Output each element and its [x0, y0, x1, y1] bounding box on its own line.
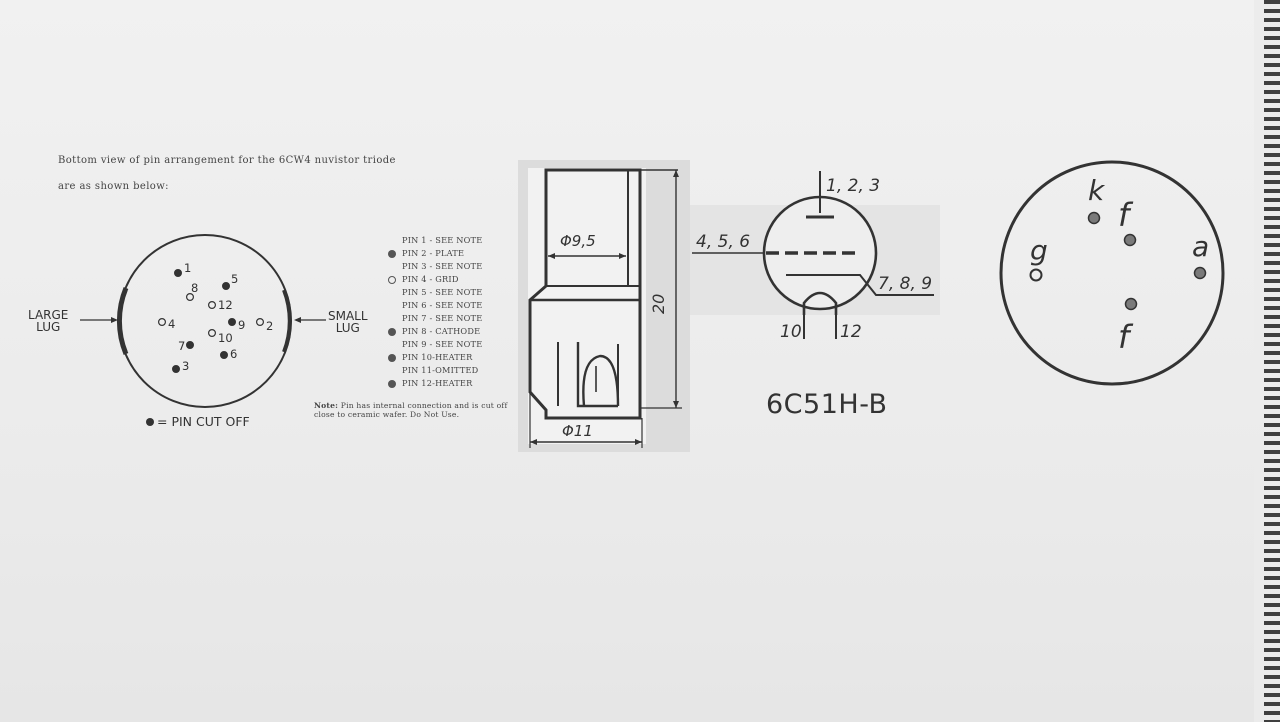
pin-8	[186, 293, 195, 302]
pin-list-row: PIN 9 - SEE NOTE	[388, 338, 482, 351]
note-body: Pin has internal connection and is cut o…	[314, 401, 508, 419]
pin-2	[256, 318, 265, 327]
pin-label-7: 7	[178, 339, 185, 353]
height-label: 20	[649, 294, 668, 314]
pin-k	[1087, 211, 1101, 225]
paper-perforation	[1254, 0, 1280, 722]
intro-line-2: are as shown below:	[58, 181, 169, 192]
pin-list-text: PIN 11-OMITTED	[402, 365, 479, 375]
pin-list-text: PIN 12-HEATER	[402, 378, 473, 388]
symbol-left-pins: 4, 5, 6	[696, 232, 750, 252]
label-f-top: f	[1118, 196, 1134, 234]
cut-pin-marker-icon	[388, 379, 396, 388]
pin-5	[222, 282, 231, 291]
pin-list-row: PIN 1 - SEE NOTE	[388, 234, 482, 247]
pin-list-text: PIN 7 - SEE NOTE	[402, 313, 483, 323]
label-k: k	[1088, 174, 1106, 207]
small-lug-label: SMALL LUG	[328, 309, 368, 335]
cut-pin-marker-icon	[388, 327, 396, 336]
dia-bottom-label: Φ11	[562, 422, 593, 440]
pin-label-5: 5	[231, 272, 238, 286]
pin-list-row: PIN 11-OMITTED	[388, 364, 482, 377]
pin-1	[174, 269, 183, 278]
pin-list-row: PIN 2 - PLATE	[388, 247, 482, 260]
pin-list: PIN 1 - SEE NOTE PIN 2 - PLATE PIN 3 - SEE…	[388, 234, 482, 390]
cut-pin-marker-icon	[388, 249, 396, 258]
pin-label-6: 6	[230, 347, 237, 361]
tube-schematic-symbol: 1, 2, 3 4, 5, 6 7, 8, 9 10 12	[690, 171, 940, 342]
pin-list-row: PIN 12-HEATER	[388, 377, 482, 390]
symbol-top-pins: 1, 2, 3	[826, 176, 880, 196]
base-bottom-view: k f g a f	[999, 160, 1225, 386]
pin-10	[208, 329, 217, 338]
label-g: g	[1030, 234, 1048, 267]
pin-list-row: PIN 6 - SEE NOTE	[388, 299, 482, 312]
pin-list-text: PIN 4 - GRID	[402, 274, 459, 284]
pin-g	[1029, 268, 1043, 282]
symbol-bottom-left-pin: 10	[780, 322, 802, 342]
large-lug-label: LARGE LUG	[28, 308, 69, 334]
pin-label-2: 2	[266, 319, 273, 333]
pin-list-text: PIN 3 - SEE NOTE	[402, 261, 483, 271]
pin-list-row: PIN 5 - SEE NOTE	[388, 286, 482, 299]
dia-top-label: Φ9,5	[560, 232, 596, 250]
pin-list-text: PIN 2 - PLATE	[402, 248, 465, 258]
pin-list-text: PIN 6 - SEE NOTE	[402, 300, 483, 310]
pin-label-10: 10	[218, 331, 233, 345]
pin-list-text: PIN 1 - SEE NOTE	[402, 235, 483, 245]
pin-list-text: PIN 8 - CATHODE	[402, 326, 481, 336]
pin-list-text: PIN 9 - SEE NOTE	[402, 339, 483, 349]
pin-label-9: 9	[238, 318, 245, 332]
pin-list-row: PIN 4 - GRID	[388, 273, 482, 286]
pin-3	[172, 365, 181, 374]
pin-list-text: PIN 10-HEATER	[402, 352, 473, 362]
pin-f-top	[1123, 233, 1137, 247]
cut-pin-marker-icon	[388, 353, 396, 362]
note-text: Note: Pin has internal connection and is…	[314, 401, 510, 419]
pin-list-row: PIN 10-HEATER	[388, 351, 482, 364]
symbol-bottom-right-pin: 12	[840, 322, 862, 342]
pin-list-row: PIN 8 - CATHODE	[388, 325, 482, 338]
pin-6	[220, 351, 229, 360]
pin-cut-off-legend: = PIN CUT OFF	[146, 414, 250, 429]
pin-list-row: PIN 3 - SEE NOTE	[388, 260, 482, 273]
intro-text: Bottom view of pin arrangement for the 6…	[58, 155, 396, 207]
note-label: Note:	[314, 401, 339, 410]
pin-4	[158, 318, 167, 327]
pin-label-1: 1	[184, 261, 191, 275]
pin-label-8: 8	[191, 281, 198, 295]
pin-label-12: 12	[218, 298, 233, 312]
pin-9	[228, 318, 237, 327]
pin-7	[186, 341, 195, 350]
legend-text: = PIN CUT OFF	[157, 414, 250, 429]
label-f-bottom: f	[1118, 318, 1134, 356]
label-a: a	[1192, 230, 1209, 263]
open-pin-marker-icon	[388, 275, 396, 284]
pin-list-row: PIN 7 - SEE NOTE	[388, 312, 482, 325]
pin-label-4: 4	[168, 317, 175, 331]
pin-a	[1193, 266, 1207, 280]
symbol-right-pins: 7, 8, 9	[878, 274, 932, 294]
pin-list-text: PIN 5 - SEE NOTE	[402, 287, 483, 297]
intro-line-1: Bottom view of pin arrangement for the 6…	[58, 155, 396, 166]
tube-outline-drawing: Φ9,5 Φ11 20	[518, 160, 690, 452]
pin-label-3: 3	[182, 359, 189, 373]
pin-12	[208, 301, 217, 310]
cut-off-dot-icon	[146, 417, 154, 426]
pin-f-bottom	[1124, 297, 1138, 311]
tube-title: 6C51H-B	[766, 389, 888, 420]
